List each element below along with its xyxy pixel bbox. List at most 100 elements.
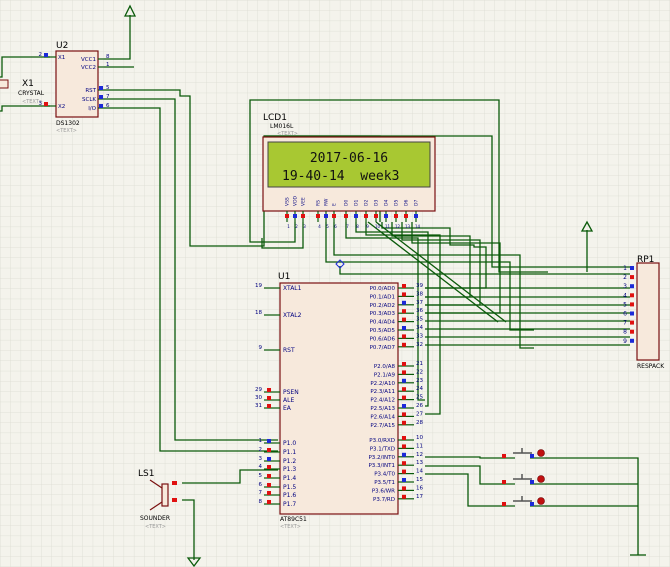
u1-pin-num: 11 — [416, 443, 423, 449]
u1-pin-name: P1.3 — [283, 466, 296, 473]
pin-state-icon — [267, 457, 271, 461]
rp1-pin-num: 3 — [623, 283, 627, 290]
pin-state-icon — [530, 502, 534, 506]
u1-pin-num: 13 — [416, 460, 423, 466]
u1-pin-name: P1.7 — [283, 501, 296, 508]
ls1-part: SOUNDER — [140, 515, 170, 522]
wire-rs — [345, 222, 425, 401]
wire-btn1 — [425, 456, 505, 459]
lcd-pin-name: RS — [316, 200, 322, 206]
u1-pin-name: P2.4/A12 — [370, 398, 395, 404]
wire-sclk — [104, 98, 278, 441]
lcd-pin-num: 8 — [356, 224, 359, 229]
push-button[interactable] — [502, 496, 545, 507]
pin-state-icon — [293, 214, 297, 218]
wire-rw — [355, 222, 429, 407]
pin-state-icon — [44, 102, 48, 106]
pin-state-icon — [402, 494, 406, 499]
pin-state-icon — [267, 448, 271, 452]
wire-lcd-top — [249, 99, 548, 273]
u1-pin-num: 7 — [259, 490, 263, 496]
u1-pin-num: 6 — [259, 482, 263, 488]
u2-pin-num: 3 — [39, 101, 43, 107]
lcd-pin-name: RW — [324, 198, 330, 206]
wire-d-b — [333, 222, 534, 349]
wire-lcd-vss — [249, 222, 296, 243]
u1-pin-name: P1.2 — [283, 458, 296, 465]
x1-part: CRYSTAL — [18, 90, 45, 97]
u1-pin-name: P0.2/AD2 — [370, 303, 395, 309]
u1-pin-num: 17 — [416, 494, 423, 500]
u1-part: AT89C51 — [280, 516, 307, 523]
u1-pin-name: P2.0/A8 — [374, 364, 396, 370]
x1-crystal[interactable]: X1 CRYSTAL <TEXT> — [0, 79, 45, 105]
lcd-pin-name: D0 — [344, 200, 350, 206]
lcd1[interactable]: LCD1 LM016L <TEXT> 2017-06-16 19-40-14 w… — [262, 113, 436, 229]
u1-pin-num: 19 — [255, 283, 262, 289]
u1-text-tag: <TEXT> — [280, 524, 301, 530]
pin-state-icon — [402, 378, 406, 383]
pin-state-icon — [267, 396, 271, 400]
push-button[interactable] — [502, 474, 545, 485]
pin-state-icon — [384, 214, 388, 218]
pin-state-icon — [402, 461, 406, 466]
wire-btn2 — [425, 465, 505, 485]
u2-pin-num: 7 — [106, 94, 110, 100]
u2-pin-name: SCLK — [82, 97, 96, 103]
pin-state-icon — [630, 275, 634, 280]
u1-pin-name: P3.0/RXD — [369, 438, 395, 444]
u2-pin-name: RST — [85, 88, 96, 94]
pin-state-icon — [402, 292, 406, 297]
wires — [0, 15, 646, 560]
u2-pin-num: 5 — [106, 85, 110, 91]
lcd-part: LM016L — [270, 123, 294, 130]
pin-state-icon — [530, 480, 534, 484]
u1-pin-num: 26 — [416, 403, 423, 409]
u1-pin-num: 16 — [416, 485, 423, 491]
push-buttons[interactable] — [502, 448, 545, 507]
wire-x1-b — [0, 105, 50, 112]
u1-pin-num: 1 — [259, 438, 263, 444]
lcd-pin-num: 7 — [346, 224, 349, 229]
u1-pin-num: 38 — [416, 291, 423, 297]
wire-btn-gnd1 — [545, 457, 639, 555]
lcd-pin-name: VEE — [301, 197, 307, 206]
u1-pin-name: RST — [283, 347, 295, 354]
pin-state-icon — [402, 387, 406, 392]
pin-state-icon — [267, 465, 271, 469]
u1-pin-name: P1.4 — [283, 475, 296, 482]
u1-pin-name: P3.4/T0 — [374, 472, 395, 478]
u1-pin-name: P1.6 — [283, 492, 296, 499]
ground-arrow-icon — [186, 557, 202, 567]
u1-pin-name: P0.3/AD3 — [370, 311, 396, 317]
u1-pin-num: 36 — [416, 308, 423, 314]
u1-pin-num: 28 — [416, 420, 423, 426]
u1-pin-num: 35 — [416, 317, 423, 323]
rp1-ref: RP1 — [637, 255, 654, 265]
u2-pin-name: VCC2 — [81, 65, 96, 71]
pin-state-icon — [402, 342, 406, 347]
u1-pin-name: P2.5/A13 — [370, 406, 395, 412]
pin-state-icon — [402, 412, 406, 417]
push-button[interactable] — [502, 448, 545, 459]
u1-pin-name: P3.7/RD — [373, 497, 395, 503]
u1-pin-num: 22 — [416, 369, 423, 375]
x1-text-tag: <TEXT> — [22, 99, 43, 105]
power-arrow-icon — [580, 220, 594, 232]
pin-state-icon — [267, 491, 271, 495]
u1-pin-name: P2.6/A14 — [370, 414, 395, 420]
pin-state-icon — [402, 444, 406, 449]
u1-pin-num: 21 — [416, 361, 423, 367]
pin-state-icon — [402, 436, 406, 440]
pin-state-icon — [630, 266, 634, 270]
pin-state-icon — [99, 86, 103, 90]
wire-btn3 — [425, 473, 505, 507]
pin-state-icon — [402, 478, 406, 482]
u1-pin-num: 29 — [255, 387, 262, 393]
u1-pin-name: P0.1/AD1 — [370, 294, 395, 300]
ls1-sounder[interactable]: LS1 SOUNDER <TEXT> — [138, 469, 177, 530]
